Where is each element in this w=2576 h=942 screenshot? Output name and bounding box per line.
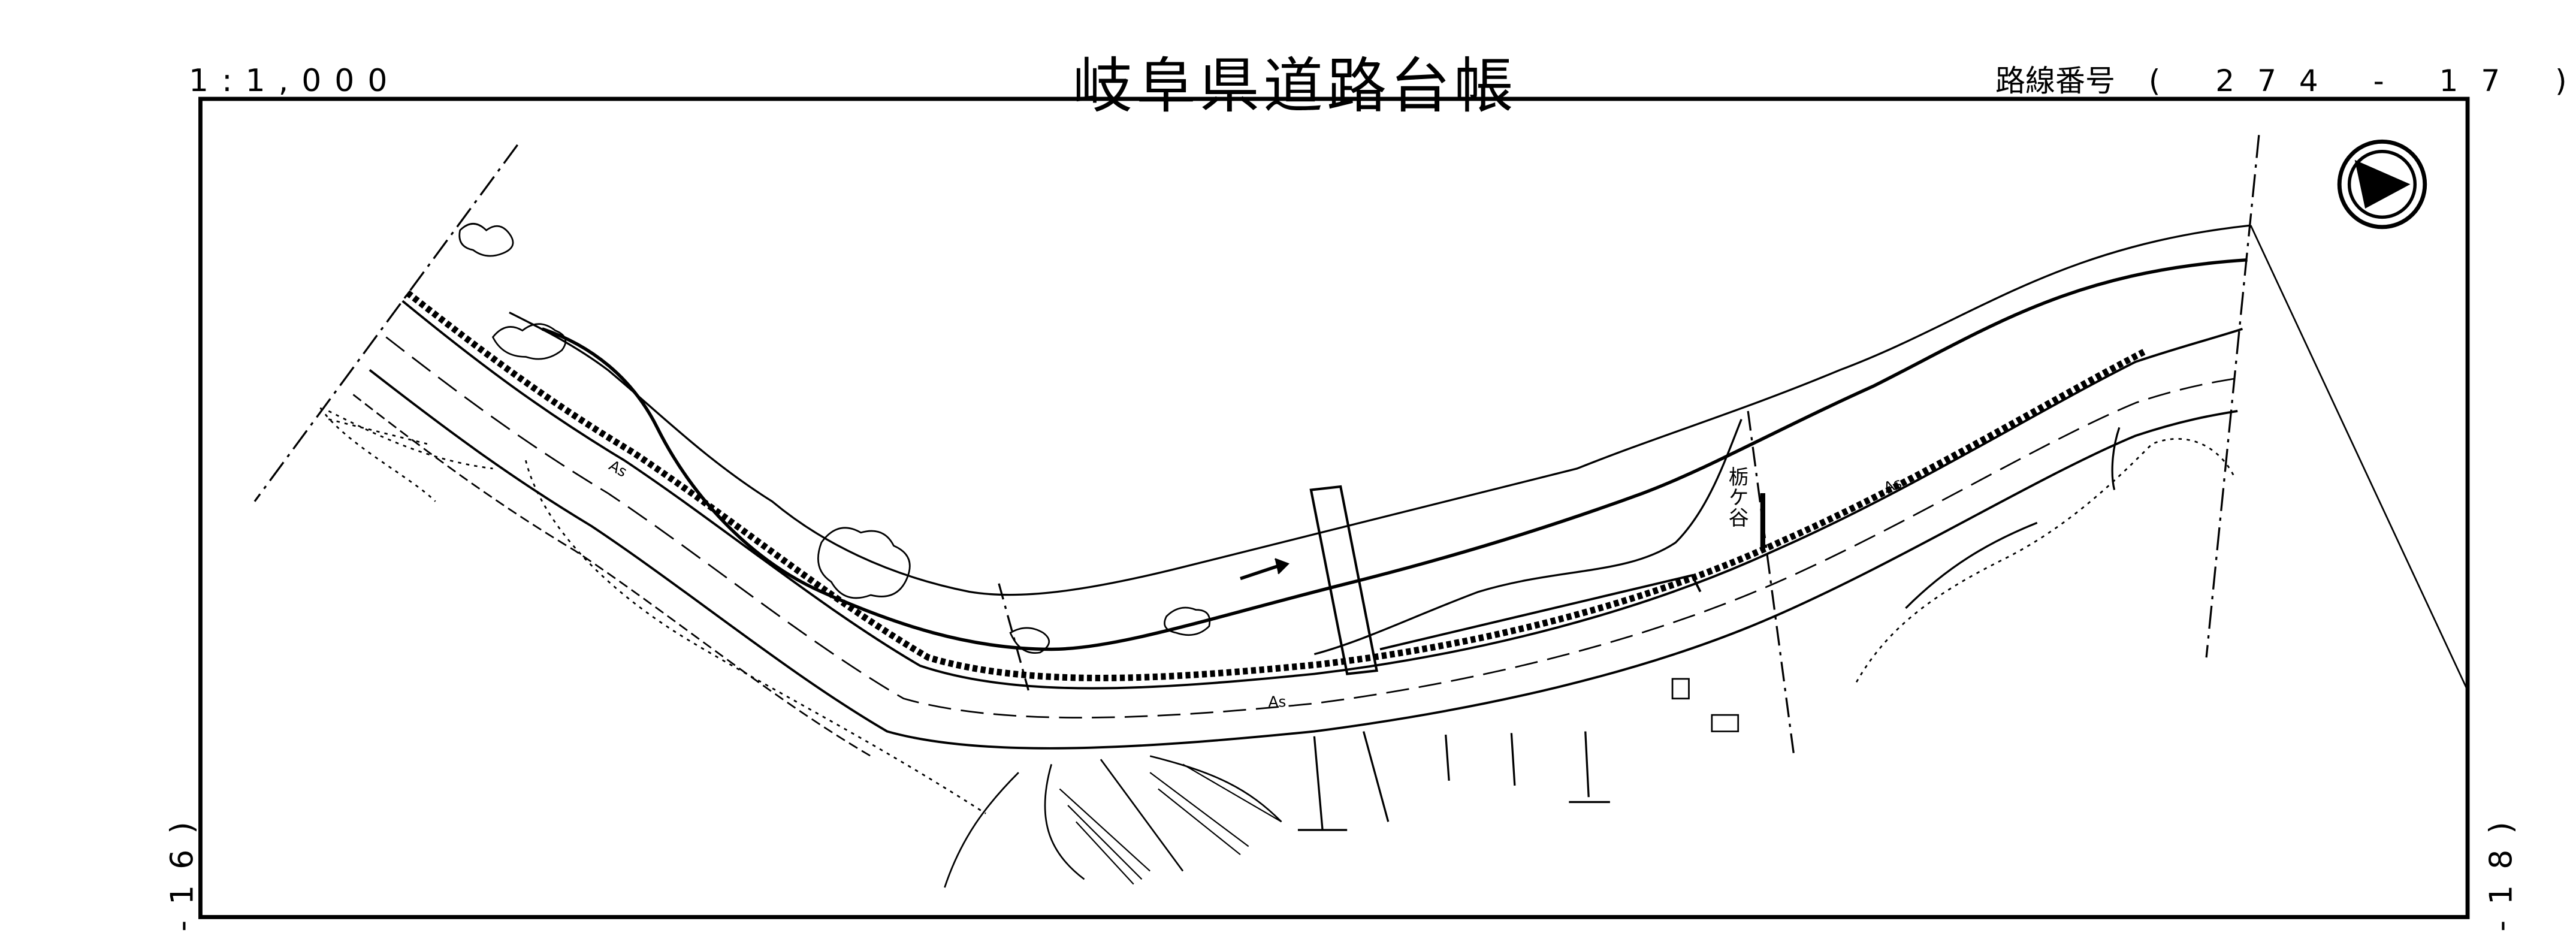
slope-hatching [944, 755, 1282, 888]
north-arrow-icon [2337, 139, 2427, 230]
road-edge-north-wall [405, 290, 2146, 681]
route-value: ( 274 - 17 ) [2148, 64, 2576, 98]
vegetation [458, 223, 1211, 654]
scale-label: 1:1,000 [189, 63, 401, 99]
page-title: 岐阜県道路台帳 [1073, 51, 1517, 121]
buildings [1671, 678, 1740, 732]
map-frame [198, 96, 2470, 919]
match-line-left [253, 144, 518, 502]
dotted-boundary-right [1855, 438, 2235, 683]
road-centerline [385, 336, 2238, 718]
match-line-right-edge [2249, 225, 2469, 691]
right-stream [1905, 427, 2121, 609]
route-label: 路線番号 [1995, 64, 2115, 98]
surface-label: As [1269, 693, 1287, 710]
dotted-boundary-left [525, 460, 986, 814]
route-number: 路線番号 ( 274 - 17 ) [1995, 57, 2576, 100]
bridge-structure [1309, 485, 1379, 675]
road-edge-north [401, 300, 2243, 690]
river-bank-inner [1313, 419, 1743, 656]
retaining-posts [1297, 731, 1610, 831]
road-edge-south-2 [352, 394, 871, 757]
river-bank-north [509, 224, 2251, 596]
match-line-right [2205, 135, 2260, 658]
road-edge-south [369, 369, 2238, 750]
slope-lines [1059, 763, 1282, 885]
stream-name: 栃ケ谷 [1725, 466, 1749, 527]
river-bank-south [541, 258, 2248, 651]
river-structure [1379, 573, 1702, 651]
section-line [1747, 410, 1795, 756]
surface-label: As [606, 457, 630, 481]
surface-label: As [1882, 474, 1904, 496]
embankment-lower-left [319, 407, 493, 502]
